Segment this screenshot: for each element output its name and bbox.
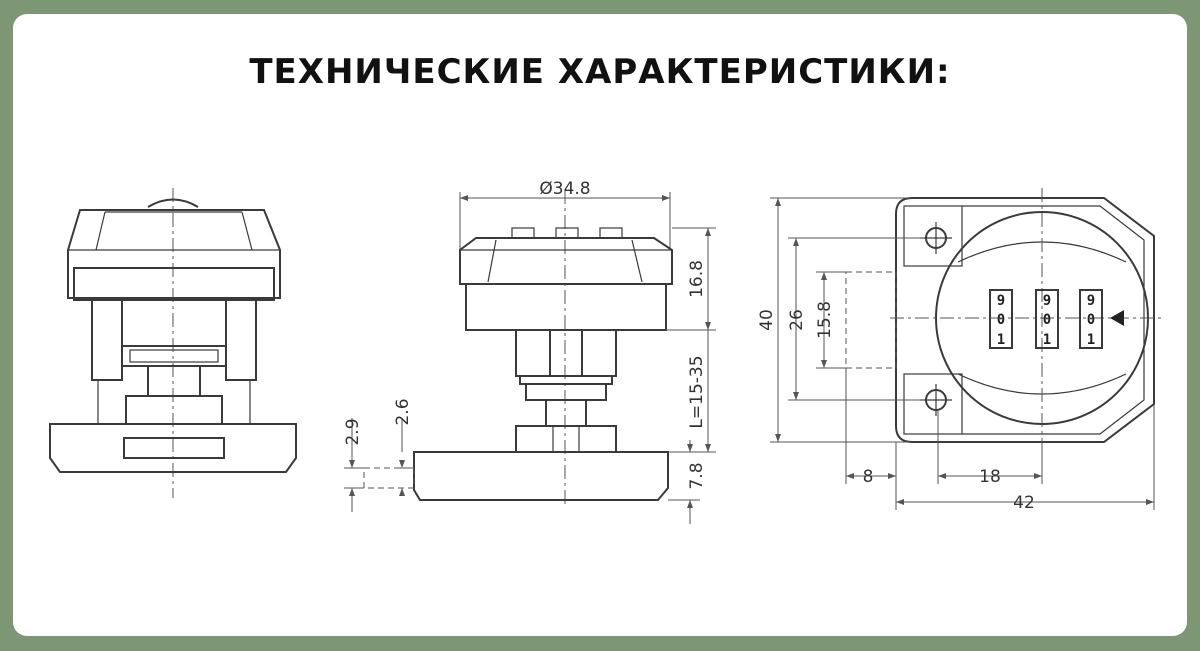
dim-base-height: 7.8 (687, 462, 707, 489)
dial-3-bottom: 1 (1087, 332, 1095, 348)
dial-3-top: 9 (1087, 293, 1095, 309)
technical-drawing: Ø34.8 16.8 (49, 179, 1162, 524)
dial-1-top: 9 (997, 293, 1005, 309)
dial-2-middle: 0 (1043, 312, 1051, 328)
dial-2-bottom: 1 (1043, 332, 1051, 348)
dial-1-bottom: 1 (997, 332, 1005, 348)
dim-width-18: 18 (979, 467, 1001, 487)
combination-dials: 9 0 1 9 0 1 9 0 1 (989, 289, 1103, 349)
dim-height-40: 40 (757, 309, 777, 331)
dial-1-middle: 0 (997, 312, 1005, 328)
side-view (49, 188, 297, 498)
front-view: Ø34.8 16.8 (343, 179, 716, 524)
spec-card: ТЕХНИЧЕСКИЕ ХАРАКТЕРИСТИКИ: (13, 14, 1187, 636)
dim-diameter: Ø34.8 (539, 179, 590, 199)
dim-height-15-8: 15.8 (815, 301, 835, 339)
dim-length: L=15-35 (687, 355, 707, 428)
dial-2-top: 9 (1043, 293, 1051, 309)
dim-offset-2-9: 2.9 (343, 418, 363, 445)
pointer-arrow-icon (1110, 310, 1124, 326)
dim-head-height: 16.8 (687, 260, 707, 298)
dim-width-8: 8 (863, 467, 874, 487)
dial-3-middle: 0 (1087, 312, 1095, 328)
dim-height-26: 26 (787, 309, 807, 331)
page-title: ТЕХНИЧЕСКИЕ ХАРАКТЕРИСТИКИ: (249, 52, 951, 92)
dim-offset-2-6: 2.6 (393, 398, 413, 425)
dim-width-42: 42 (1013, 493, 1035, 513)
top-view: 9 0 1 9 0 1 9 0 1 40 (757, 188, 1162, 513)
